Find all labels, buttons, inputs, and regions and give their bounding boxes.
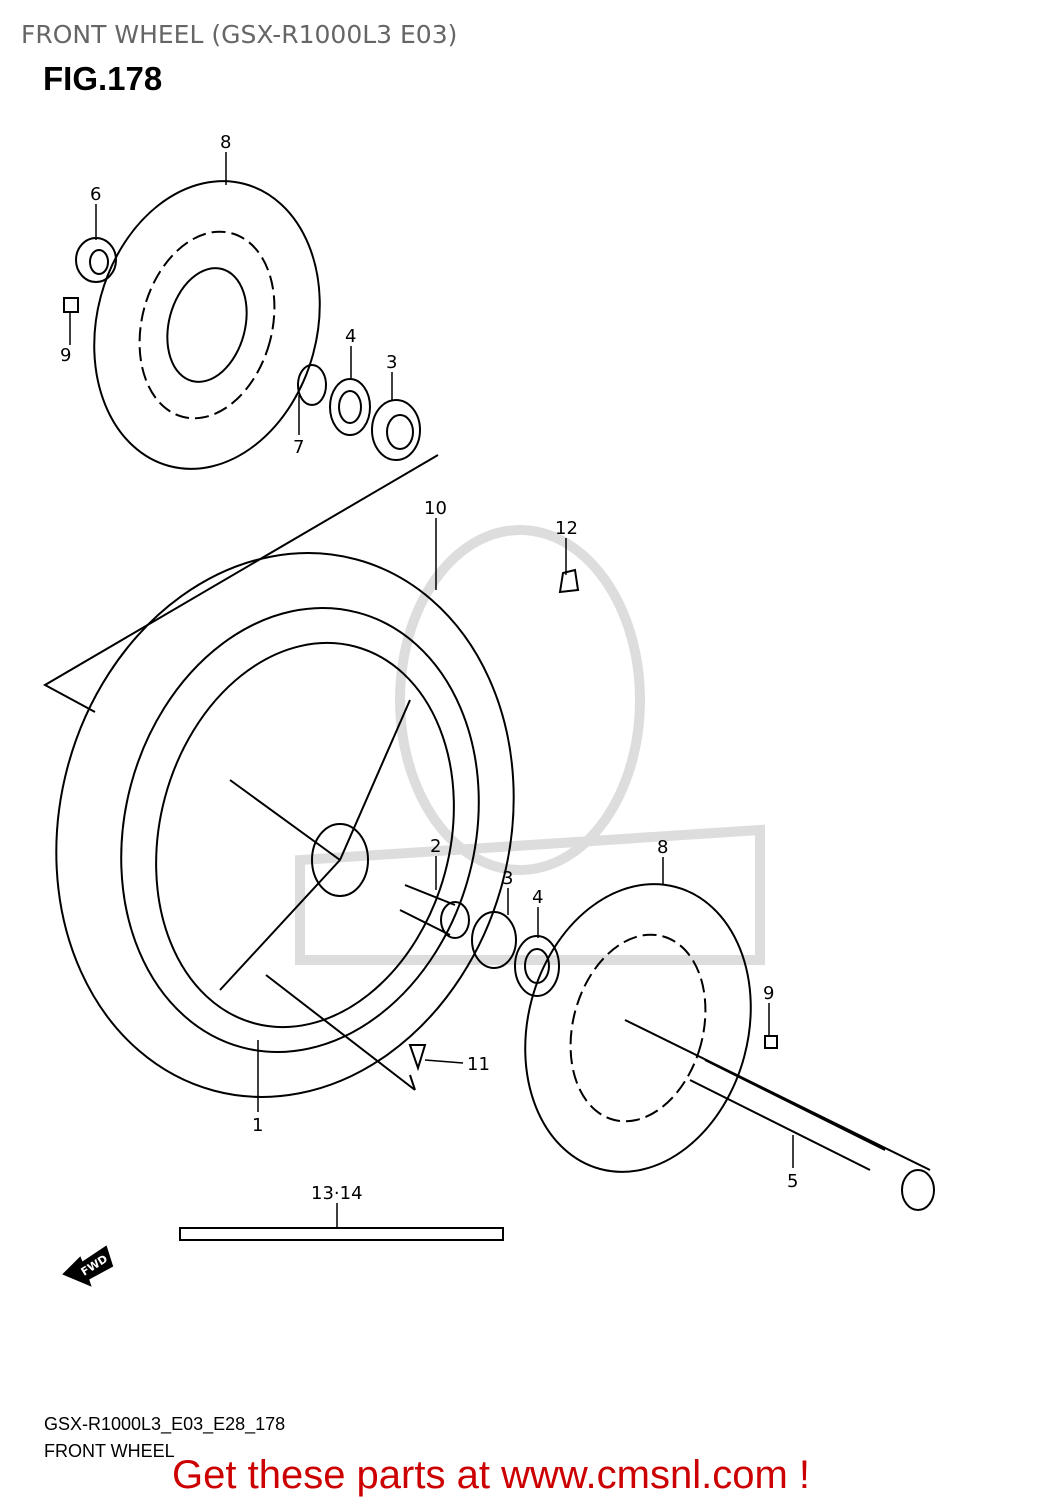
balance-weight-strip xyxy=(179,1227,504,1241)
brake-disc-top xyxy=(93,180,321,470)
wheel-and-tire xyxy=(55,552,515,1098)
diagram-code: GSX-R1000L3_E03_E28_178 xyxy=(44,1414,286,1434)
callout-5: 5 xyxy=(787,1171,798,1192)
assembly-bracket xyxy=(42,454,439,713)
callout-7: 7 xyxy=(293,437,304,458)
fwd-arrow-icon: FWD xyxy=(62,1245,114,1287)
promo-link[interactable]: Get these parts at www.cmsnl.com ! xyxy=(172,1453,810,1497)
figure-number: FIG.178 xyxy=(43,60,163,97)
clip-part xyxy=(558,568,580,594)
callout-11: 11 xyxy=(467,1054,490,1075)
hub-parts xyxy=(265,884,560,1091)
callout-3: 3 xyxy=(386,352,397,373)
callout-12: 12 xyxy=(555,518,578,539)
callout-8b: 8 xyxy=(657,837,668,858)
callout-4: 4 xyxy=(345,326,356,347)
callout-13-14: 13·14 xyxy=(311,1183,363,1204)
diagram-name: FRONT WHEEL xyxy=(44,1441,175,1461)
callout-3b: 3 xyxy=(502,868,513,889)
callout-4b: 4 xyxy=(532,887,543,908)
brake-disc-bottom xyxy=(524,883,778,1173)
front-axle xyxy=(624,1019,935,1211)
callout-6: 6 xyxy=(90,184,101,205)
callout-8: 8 xyxy=(220,132,231,153)
callout-1: 1 xyxy=(252,1115,263,1136)
callout-2: 2 xyxy=(430,836,441,857)
callout-9: 9 xyxy=(60,345,71,366)
watermark-logo xyxy=(295,525,765,965)
leader-lines xyxy=(69,152,794,1228)
page-title: FRONT WHEEL (GSX-R1000L3 E03) xyxy=(21,20,458,49)
callout-10: 10 xyxy=(424,498,447,519)
callout-9b: 9 xyxy=(763,983,774,1004)
top-small-parts xyxy=(63,237,421,461)
